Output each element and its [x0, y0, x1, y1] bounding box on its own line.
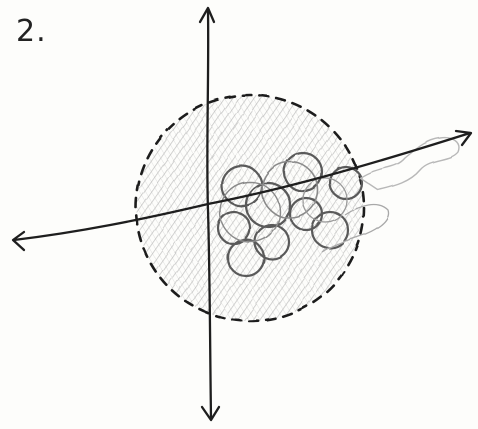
shaded-disc — [137, 95, 363, 321]
left-arrowhead — [13, 232, 24, 250]
